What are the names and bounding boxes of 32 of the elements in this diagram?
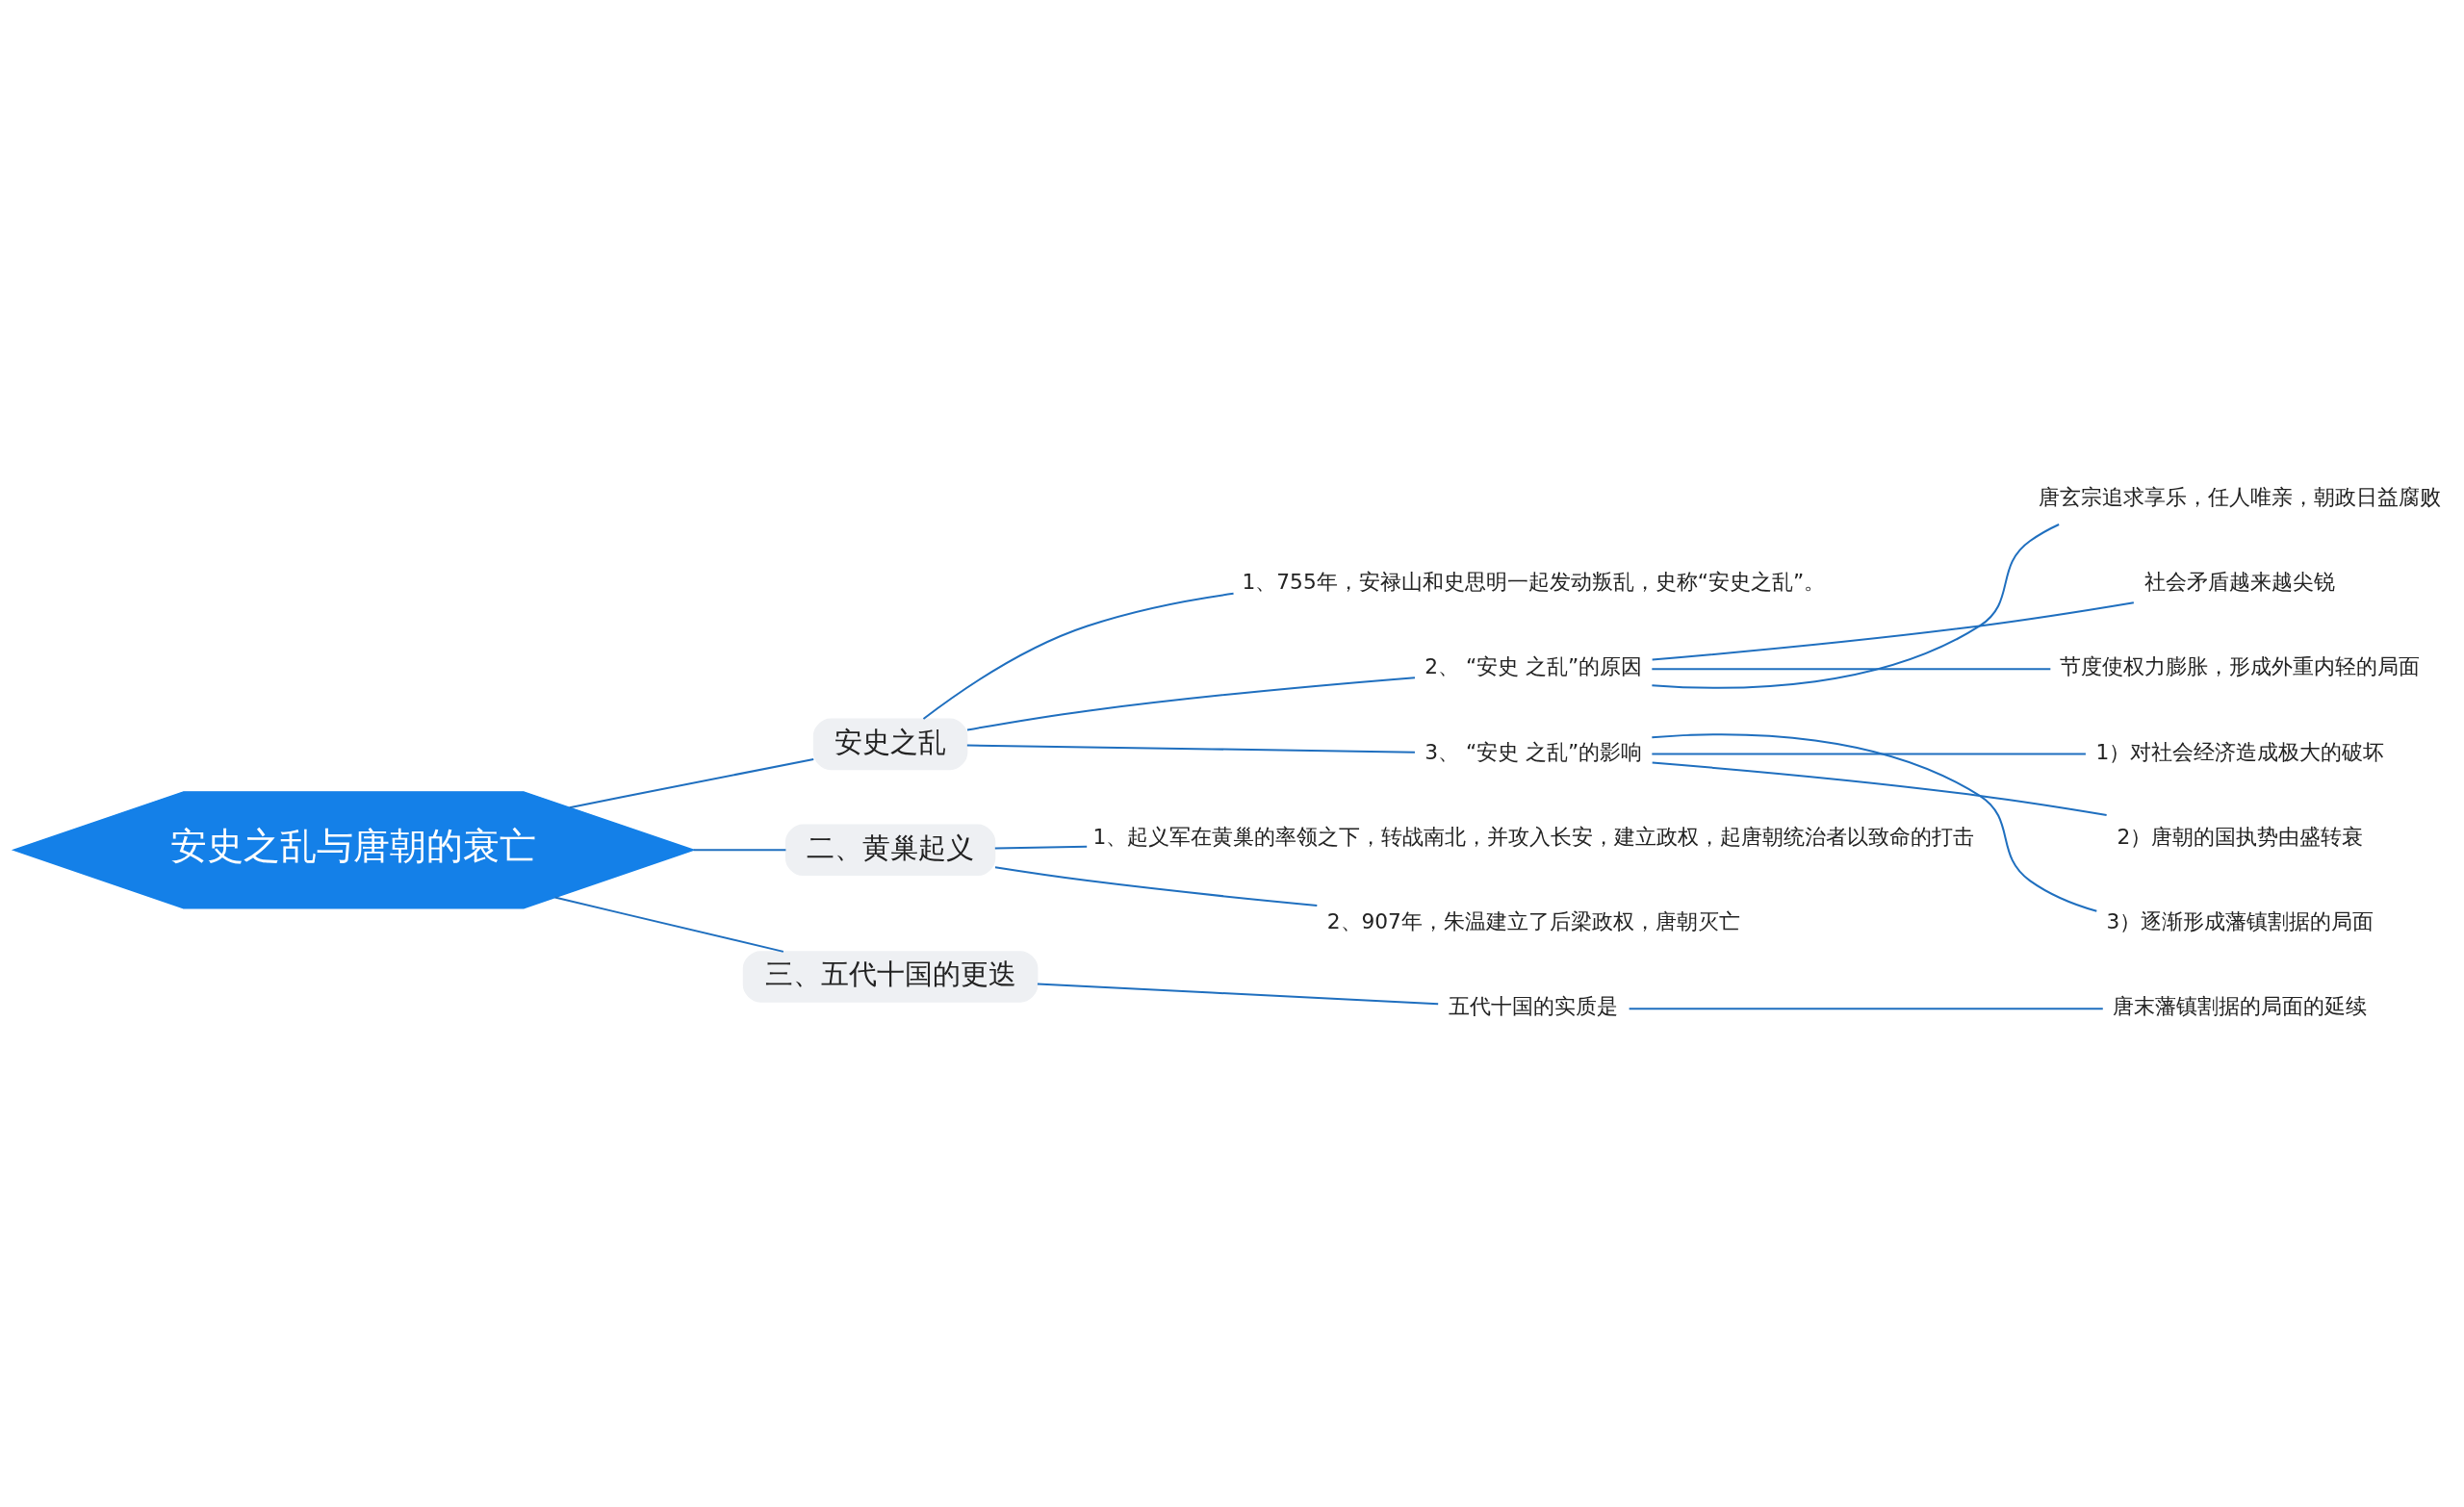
connector	[693, 848, 786, 851]
connector	[1037, 982, 1439, 1005]
connector	[994, 865, 1318, 907]
connector	[554, 896, 784, 953]
node-text: 2）唐朝的国执势由盛转衰	[2117, 824, 2364, 849]
node-text: 1）对社会经济造成极大的破坏	[2095, 739, 2385, 764]
connector	[994, 845, 1088, 849]
node-text: 唐末藩镇割据的局面的延续	[2113, 993, 2368, 1018]
connector	[922, 592, 1234, 720]
connector	[1652, 600, 2134, 661]
node-text: 2、 “安史 之乱”的原因	[1424, 653, 1643, 678]
connector	[966, 744, 1415, 754]
node-text: 社会矛盾越来越尖锐	[2144, 569, 2336, 594]
connector	[966, 676, 1416, 731]
connector	[1652, 761, 2107, 816]
node-text: 3）逐渐形成藩镇割据的局面	[2106, 908, 2374, 933]
node-text: 节度使权力膨胀，形成外重内轻的局面	[2060, 653, 2421, 678]
connector	[1629, 1007, 2103, 1009]
node-text: 1、755年，安禄山和史思明一起发动叛乱，史称“安史之乱”。	[1242, 569, 1826, 594]
connector	[1652, 732, 2097, 912]
node-box: 安史之乱	[812, 718, 968, 770]
node-box: 二、黄巢起义	[784, 824, 996, 876]
connector	[569, 757, 814, 808]
node-text: 1、起义军在黄巢的率领之下，转战南北，并攻入长安，建立政权，起唐朝统治者以致命的打击	[1092, 824, 1975, 849]
node-text: 2、907年，朱温建立了后梁政权，唐朝灭亡	[1326, 908, 1740, 933]
node-text: 3、 “安史 之乱”的影响	[1424, 739, 1643, 764]
connector	[1652, 753, 2086, 754]
node-box: 三、五代十国的更迭	[742, 950, 1039, 1003]
connector	[1652, 667, 2051, 670]
node-text: 五代十国的实质是	[1449, 993, 1619, 1018]
connector	[1652, 523, 2060, 689]
node-text: 唐玄宗追求享乐，任人唯亲，朝政日益腐败	[2039, 484, 2442, 509]
